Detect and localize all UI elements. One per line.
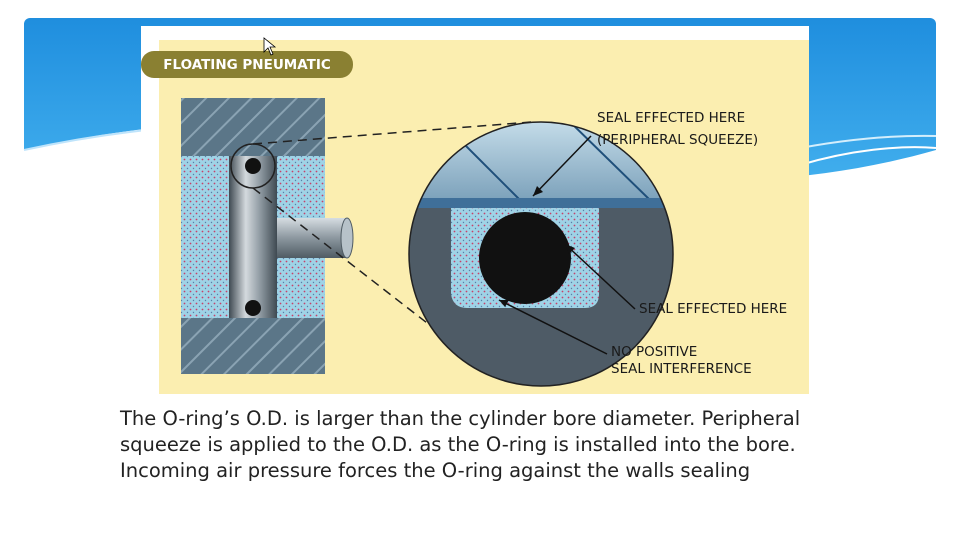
oring-magnified (479, 212, 571, 304)
caption-line-1: The O-ring’s O.D. is larger than the cyl… (120, 406, 860, 432)
cylinder-wall-top (181, 98, 325, 156)
oring-bottom (245, 300, 261, 316)
caption-line-3: Incoming air pressure forces the O-ring … (120, 458, 860, 484)
oring-top (245, 158, 261, 174)
title-badge-label: FLOATING PNEUMATIC (163, 57, 331, 73)
callout-no-positive-2: SEAL INTERFERENCE (611, 361, 752, 377)
rod-end (341, 218, 353, 258)
callout-peripheral-1: SEAL EFFECTED HERE (597, 110, 745, 126)
caption-line-2: squeeze is applied to the O.D. as the O-… (120, 432, 860, 458)
callout-seal-effected: SEAL EFFECTED HERE (639, 301, 787, 317)
caption: The O-ring’s O.D. is larger than the cyl… (120, 406, 860, 484)
callout-no-positive-1: NO POSITIVE (611, 344, 697, 360)
cylinder-wall-bottom (181, 318, 325, 374)
callout-peripheral-2: (PERIPHERAL SQUEEZE) (597, 132, 758, 148)
seal-diagram: FLOATING PNEUMATIC (141, 26, 809, 396)
